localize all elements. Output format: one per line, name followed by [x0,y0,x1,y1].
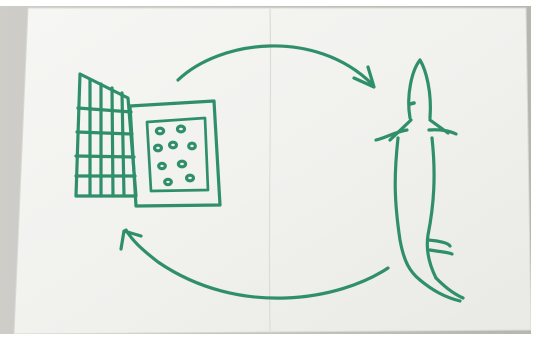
top-margin [0,0,537,6]
right-margin [531,0,537,341]
bottom-margin [0,334,537,341]
